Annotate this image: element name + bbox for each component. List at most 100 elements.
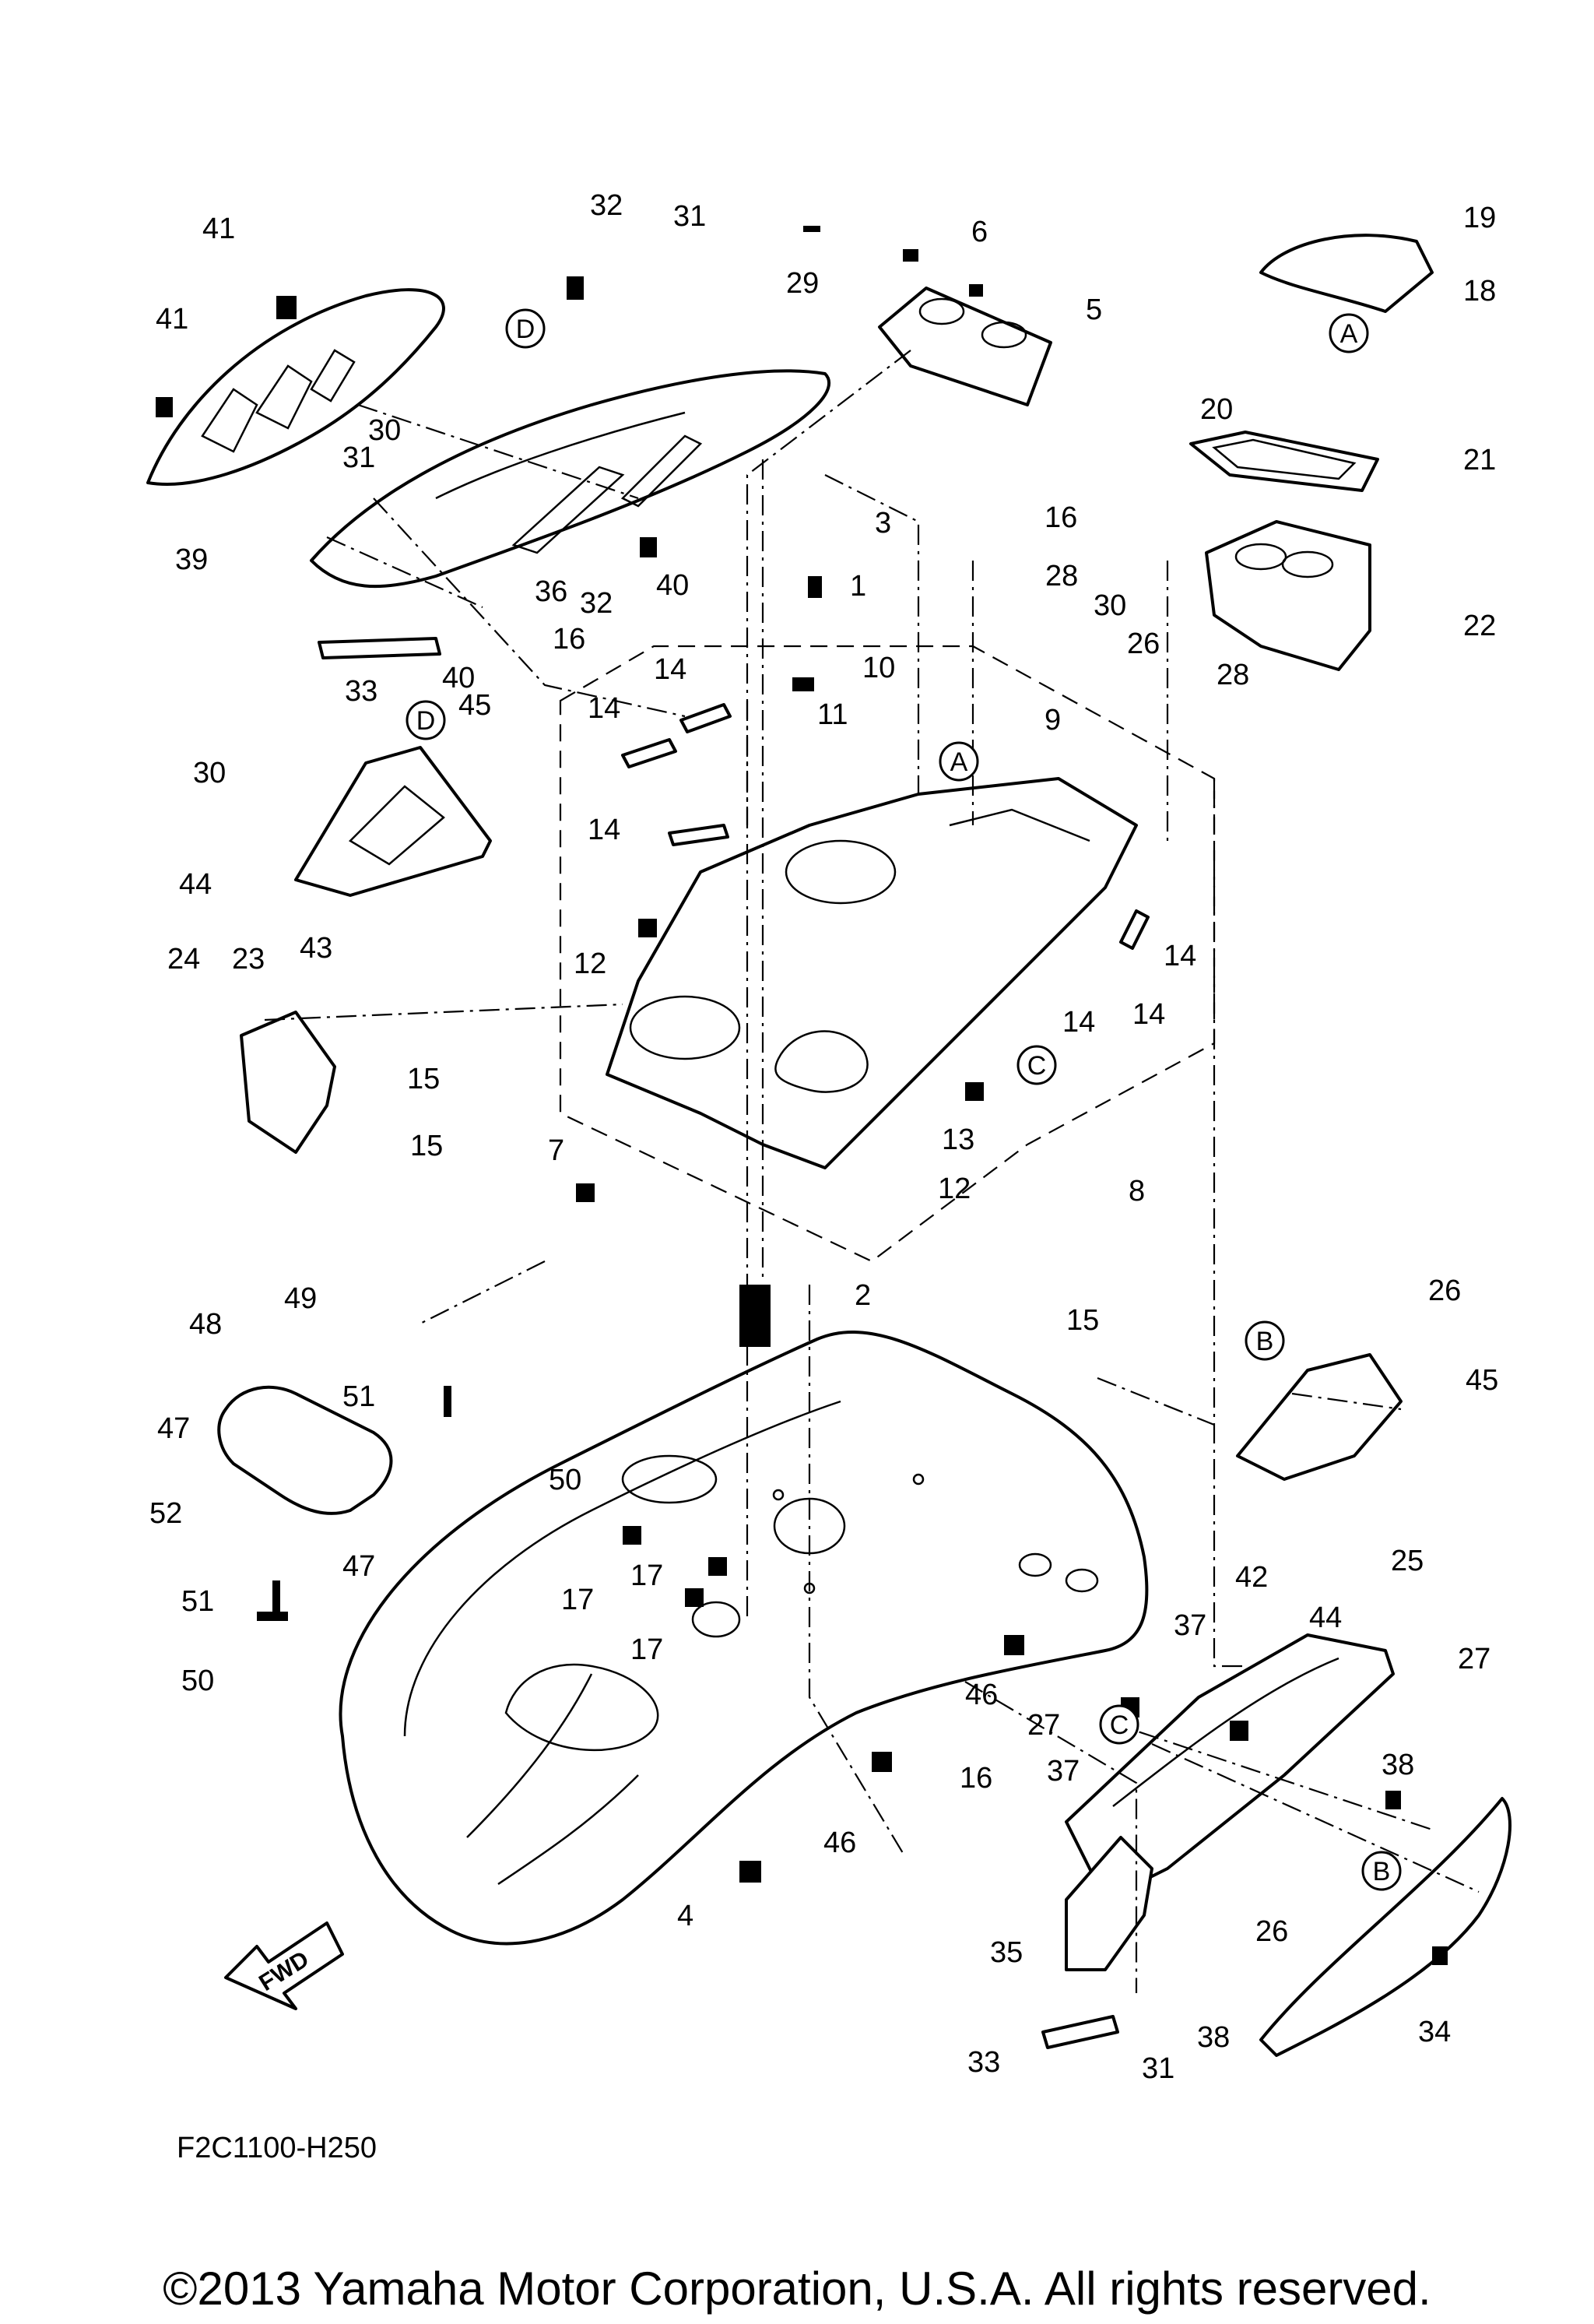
item-14-a <box>621 738 677 768</box>
callout-15b: 15 <box>410 1130 443 1162</box>
item-33-upper <box>318 637 441 659</box>
callout-41b: 41 <box>156 303 188 336</box>
callout-16c: 16 <box>960 1762 992 1795</box>
callout-44a: 44 <box>179 868 212 901</box>
ref-a-2: A <box>950 747 968 777</box>
callout-7: 7 <box>548 1134 564 1167</box>
callout-19: 19 <box>1463 202 1496 234</box>
upper-cover-39 <box>146 288 445 486</box>
callout-12a: 12 <box>574 948 606 980</box>
callout-50b: 50 <box>181 1665 214 1697</box>
item-21 <box>1189 431 1379 492</box>
fasteners <box>156 226 1448 1965</box>
center-tray-8 <box>606 777 1138 1169</box>
item-14-d <box>1119 909 1150 950</box>
callout-49: 49 <box>284 1282 317 1315</box>
callout-26b: 26 <box>1428 1275 1461 1307</box>
callout-28b: 28 <box>1217 659 1249 691</box>
callout-17b: 17 <box>630 1559 663 1592</box>
callout-32b: 32 <box>580 587 613 620</box>
diagram-code: F2C1100-H250 <box>177 2132 377 2164</box>
reference-markers: A A B B C C D D <box>406 308 1402 1891</box>
callout-3: 3 <box>875 507 891 540</box>
callout-39: 39 <box>175 543 208 576</box>
callout-40a: 40 <box>656 569 689 602</box>
callout-31c: 31 <box>1142 2052 1174 2085</box>
callout-labels: 1 2 3 4 5 6 7 8 9 10 11 12 12 13 14 14 1… <box>149 189 1498 2085</box>
callout-29: 29 <box>786 267 819 300</box>
callout-46a: 46 <box>965 1679 998 1711</box>
callout-14c: 14 <box>588 814 620 846</box>
ref-b-2: B <box>1373 1857 1391 1886</box>
item-34 <box>1259 1797 1511 2057</box>
callout-14a: 14 <box>588 692 620 725</box>
callout-25: 25 <box>1391 1545 1424 1577</box>
callout-47b: 47 <box>342 1550 375 1583</box>
item-14-c <box>668 824 729 846</box>
leader-lines <box>264 350 1480 1993</box>
item-22 <box>1205 520 1371 671</box>
upper-cover-29 <box>310 369 830 589</box>
callout-16b: 16 <box>553 623 585 656</box>
callout-31a: 31 <box>673 200 706 233</box>
callout-38b: 38 <box>1197 2021 1230 2054</box>
callout-45b: 45 <box>1466 1364 1498 1397</box>
callout-47a: 47 <box>157 1412 190 1445</box>
callout-5: 5 <box>1086 294 1102 326</box>
callout-24: 24 <box>167 943 200 976</box>
callout-17c: 17 <box>630 1633 663 1666</box>
callout-8: 8 <box>1129 1175 1145 1208</box>
callout-31b: 31 <box>342 441 375 474</box>
callout-11: 11 <box>817 698 848 731</box>
ref-b-1: B <box>1256 1327 1274 1356</box>
callout-30c: 30 <box>193 757 226 789</box>
callout-15c: 15 <box>1066 1304 1099 1337</box>
callout-48: 48 <box>189 1308 222 1341</box>
callout-38a: 38 <box>1382 1749 1414 1781</box>
callout-33b: 33 <box>967 2046 1000 2079</box>
callout-27a: 27 <box>1458 1643 1490 1675</box>
callout-12b: 12 <box>938 1173 971 1205</box>
ref-c-1: C <box>1027 1051 1047 1081</box>
callout-28a: 28 <box>1045 560 1078 592</box>
deck-hull <box>339 1331 1149 1946</box>
callout-27b: 27 <box>1027 1709 1060 1742</box>
callout-2: 2 <box>855 1279 871 1312</box>
callout-32a: 32 <box>590 189 623 222</box>
callout-26c: 26 <box>1255 1915 1288 1948</box>
item-23 <box>240 1011 336 1154</box>
callout-14b: 14 <box>654 653 686 686</box>
callout-6: 6 <box>971 216 988 248</box>
callout-1: 1 <box>850 570 866 603</box>
callout-37a: 37 <box>1174 1609 1206 1642</box>
callout-10: 10 <box>862 652 895 684</box>
callout-46b: 46 <box>823 1827 856 1859</box>
callout-23: 23 <box>232 943 265 976</box>
ref-d-2: D <box>416 706 436 736</box>
callout-40b: 40 <box>442 662 475 694</box>
callout-13: 13 <box>942 1123 974 1156</box>
callout-15a: 15 <box>407 1063 440 1095</box>
callout-44b: 44 <box>1309 1601 1342 1634</box>
callout-21: 21 <box>1463 444 1496 476</box>
callout-37b: 37 <box>1047 1755 1080 1788</box>
callout-14d: 14 <box>1164 940 1196 972</box>
item-5 <box>878 287 1052 406</box>
item-35-cover <box>1065 1836 1153 1971</box>
item-18 <box>1259 234 1434 313</box>
callout-20: 20 <box>1200 393 1233 426</box>
callout-14e: 14 <box>1132 998 1165 1031</box>
callout-26a: 26 <box>1127 628 1160 660</box>
item-14-b <box>679 703 732 733</box>
callout-30b: 30 <box>368 414 401 447</box>
fwd-arrow: FWD <box>224 1921 344 2010</box>
callout-14f: 14 <box>1062 1006 1095 1039</box>
callout-45a: 45 <box>458 689 491 722</box>
ref-a-1: A <box>1340 319 1358 349</box>
callout-35: 35 <box>990 1936 1023 1969</box>
callout-36: 36 <box>535 575 567 608</box>
ref-c-2: C <box>1110 1710 1129 1740</box>
item-42 <box>1236 1353 1403 1481</box>
callout-16a: 16 <box>1045 501 1077 534</box>
